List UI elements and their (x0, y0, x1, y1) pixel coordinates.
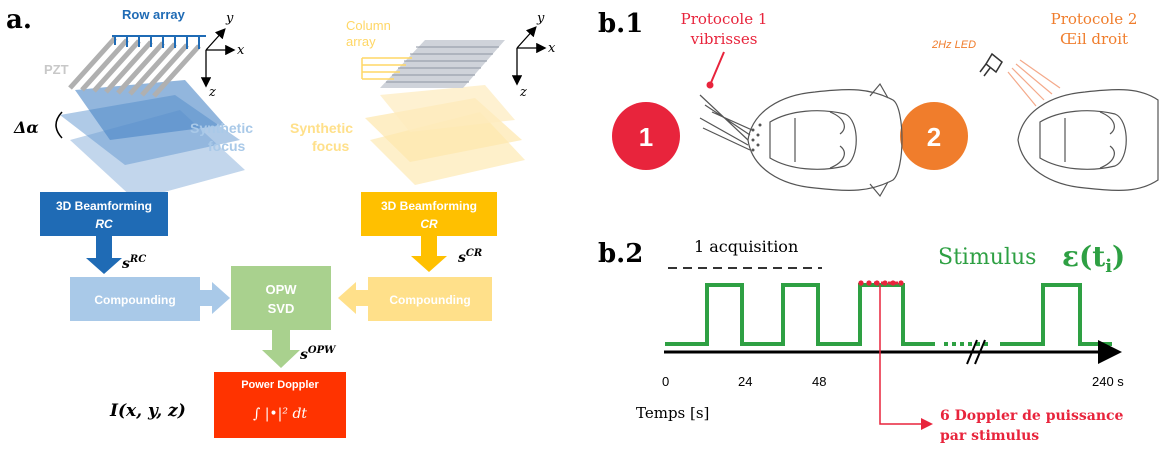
doppler-note-line2: par stimulus (940, 428, 1039, 444)
protocol1-circle: 1 (612, 102, 680, 170)
cr-synthetic-focus-line2: focus (312, 138, 350, 154)
arrow-rc-down (86, 236, 122, 274)
beamforming-cr-block: 3D Beamforming CR (361, 192, 497, 236)
cr-axis-y: y (536, 11, 545, 26)
protocol2-line1: Protocole 2 (1051, 10, 1138, 28)
stimulus-square-wave (665, 283, 935, 346)
intensity-label: I(x, y, z) (109, 401, 186, 421)
led-label: 2Hz LED (931, 39, 976, 51)
tick-48: 48 (812, 374, 826, 389)
delta-alpha-arc (55, 111, 63, 139)
power-doppler-integral: ∫ |•|² dt (253, 406, 307, 422)
cr-axes (511, 26, 547, 86)
beamforming-rc-subtitle: RC (95, 217, 113, 231)
mouse-head-illustration-2 (1017, 89, 1159, 191)
protocol2-circle: 2 (900, 102, 968, 170)
protocol1-line2: vibrisses (690, 30, 758, 48)
svd-label: SVD (268, 301, 295, 316)
row-array-label: Row array (122, 7, 186, 22)
tick-0: 0 (662, 374, 669, 389)
rc-synthetic-focus-line2: focus (208, 138, 246, 154)
power-doppler-label: Power Doppler (241, 379, 319, 391)
rc-axes (200, 28, 236, 88)
beamforming-rc-title: 3D Beamforming (56, 199, 152, 213)
cr-synthetic-focus-line1: Synthetic (290, 120, 353, 136)
opw-svd-block: OPW SVD (231, 266, 331, 330)
arrow-opw-down (262, 330, 300, 368)
panel-b1-label: b.1 (598, 9, 643, 39)
rc-axis-y: y (225, 11, 234, 26)
cr-focus-plane-1 (380, 85, 515, 132)
arrow-compounding-left-to-opw (200, 282, 230, 314)
beamforming-rc-block: 3D Beamforming RC (40, 192, 168, 236)
rc-axis-z: z (208, 85, 216, 100)
compounding-right-block: Compounding (368, 277, 492, 321)
cr-axis-z: z (519, 85, 527, 100)
doppler-sample-dots (858, 280, 904, 286)
protocol1-pointer-dot (706, 81, 714, 89)
column-array-connector (361, 57, 412, 80)
protocol1-line1: Protocole 1 (681, 10, 768, 28)
mouse-whisker-pad-1 (751, 123, 762, 152)
compounding-right-label: Compounding (389, 293, 470, 307)
doppler-note-pointer (879, 285, 933, 430)
led-light-rays (1007, 59, 1061, 107)
row-array-connector (112, 35, 206, 49)
signal-s-opw: sOPW (300, 345, 337, 363)
column-array-label-line1: Column (346, 18, 391, 33)
tick-24: 24 (738, 374, 752, 389)
panel-b2-label: b.2 (598, 239, 643, 269)
pzt-element-strips (68, 36, 201, 98)
doppler-note-line1: 6 Doppler de puissance (940, 408, 1124, 424)
mouse-head-illustration-1 (699, 82, 903, 198)
rc-axis-x: x (237, 43, 245, 58)
cr-axis-x: x (548, 41, 556, 56)
signal-s-cr: sCR (458, 248, 482, 266)
delta-alpha-label: Δα (13, 118, 39, 137)
cr-element-block (380, 40, 505, 88)
signal-s-rc: sRC (122, 254, 146, 272)
cr-element-lines (386, 46, 499, 83)
arrow-cr-down (411, 236, 447, 272)
axis-break-marks (966, 339, 986, 365)
opw-label: OPW (265, 282, 297, 297)
rc-probe-diagram: Row array PZT x y z Δα Synthetic focus (13, 7, 253, 200)
led-bulb-icon (979, 52, 1003, 77)
power-doppler-block: Power Doppler ∫ |•|² dt (214, 372, 346, 438)
stimulus-square-wave-end (1000, 283, 1112, 346)
stimulus-label: Stimulus (938, 245, 1036, 270)
epsilon-label: ε(ti) (1062, 240, 1125, 277)
beamforming-cr-subtitle: CR (420, 217, 438, 231)
arrow-compounding-right-to-opw (338, 282, 368, 314)
pzt-label: PZT (44, 62, 69, 77)
beamforming-cr-title: 3D Beamforming (381, 199, 477, 213)
protocol2-number: 2 (927, 122, 941, 152)
column-array-label-line2: array (346, 34, 376, 49)
panel-a-label: a. (6, 5, 32, 35)
rc-focus-plane-1 (75, 80, 225, 140)
time-axis-label: Temps [s] (636, 404, 709, 422)
protocol1-pointer (709, 51, 725, 86)
rc-synthetic-focus-line1: Synthetic (190, 120, 253, 136)
protocol2-line2: Œil droit (1060, 30, 1128, 48)
compounding-left-label: Compounding (94, 293, 175, 307)
acquisition-label: 1 acquisition (694, 237, 798, 256)
cr-probe-diagram: Column array x y z Synthetic focus (290, 11, 556, 185)
compounding-left-block: Compounding (70, 277, 200, 321)
protocol1-number: 1 (639, 122, 653, 152)
tick-240: 240 s (1092, 374, 1124, 389)
